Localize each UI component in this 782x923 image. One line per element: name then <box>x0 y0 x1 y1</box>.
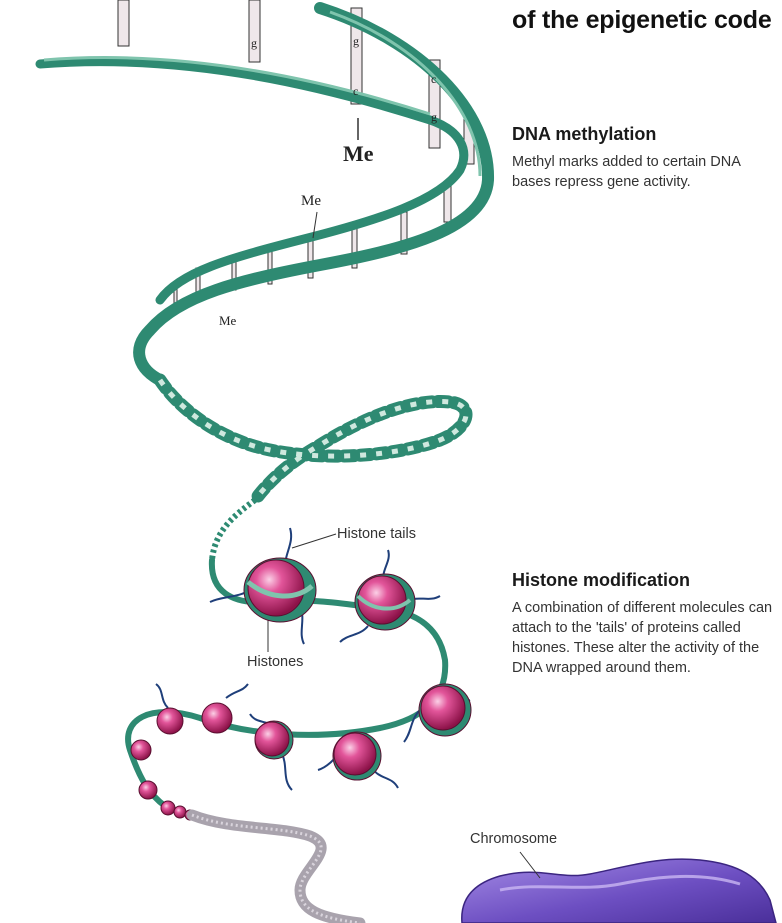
dna-back-strand <box>40 62 464 300</box>
histone-bead <box>355 574 415 630</box>
base-letter: c <box>353 84 358 99</box>
histone-bead <box>157 708 183 734</box>
histone-tails-lines <box>156 528 470 790</box>
histone-bead <box>244 558 316 622</box>
histone-beads <box>131 558 471 820</box>
base-letter: g <box>251 36 257 51</box>
dna-twisted-loop <box>160 380 466 560</box>
chromosome-shape <box>462 852 776 923</box>
base-pair-rungs <box>118 0 474 308</box>
figure-title: of the epigenetic code <box>512 6 772 35</box>
methyl-mark-label: Me <box>343 141 374 167</box>
histone-bead <box>139 781 157 799</box>
histone-modification-heading: Histone modification <box>512 570 690 591</box>
coiled-chromatin-fiber <box>192 815 360 923</box>
methyl-mark-label: Me <box>301 193 321 210</box>
base-letter: g <box>431 110 437 125</box>
chromosome-label: Chromosome <box>470 831 557 847</box>
dna-methylation-heading: DNA methylation <box>512 124 656 145</box>
dna-methylation-description: Methyl marks added to certain DNA bases … <box>512 152 780 192</box>
histone-tails-pointer <box>292 534 336 548</box>
methyl-mark-label: Me <box>219 313 236 329</box>
base-letter: c <box>431 72 436 87</box>
histone-bead <box>419 684 471 736</box>
base-letter: g <box>353 34 359 49</box>
histone-bead <box>255 721 293 759</box>
histone-modification-description: A combination of different molecules can… <box>512 598 782 678</box>
histone-bead <box>333 732 381 780</box>
histone-bead <box>131 740 151 760</box>
dna-double-helix <box>40 0 488 380</box>
histones-label: Histones <box>247 654 303 670</box>
histone-tails-label: Histone tails <box>337 526 416 542</box>
histone-bead <box>202 703 232 733</box>
